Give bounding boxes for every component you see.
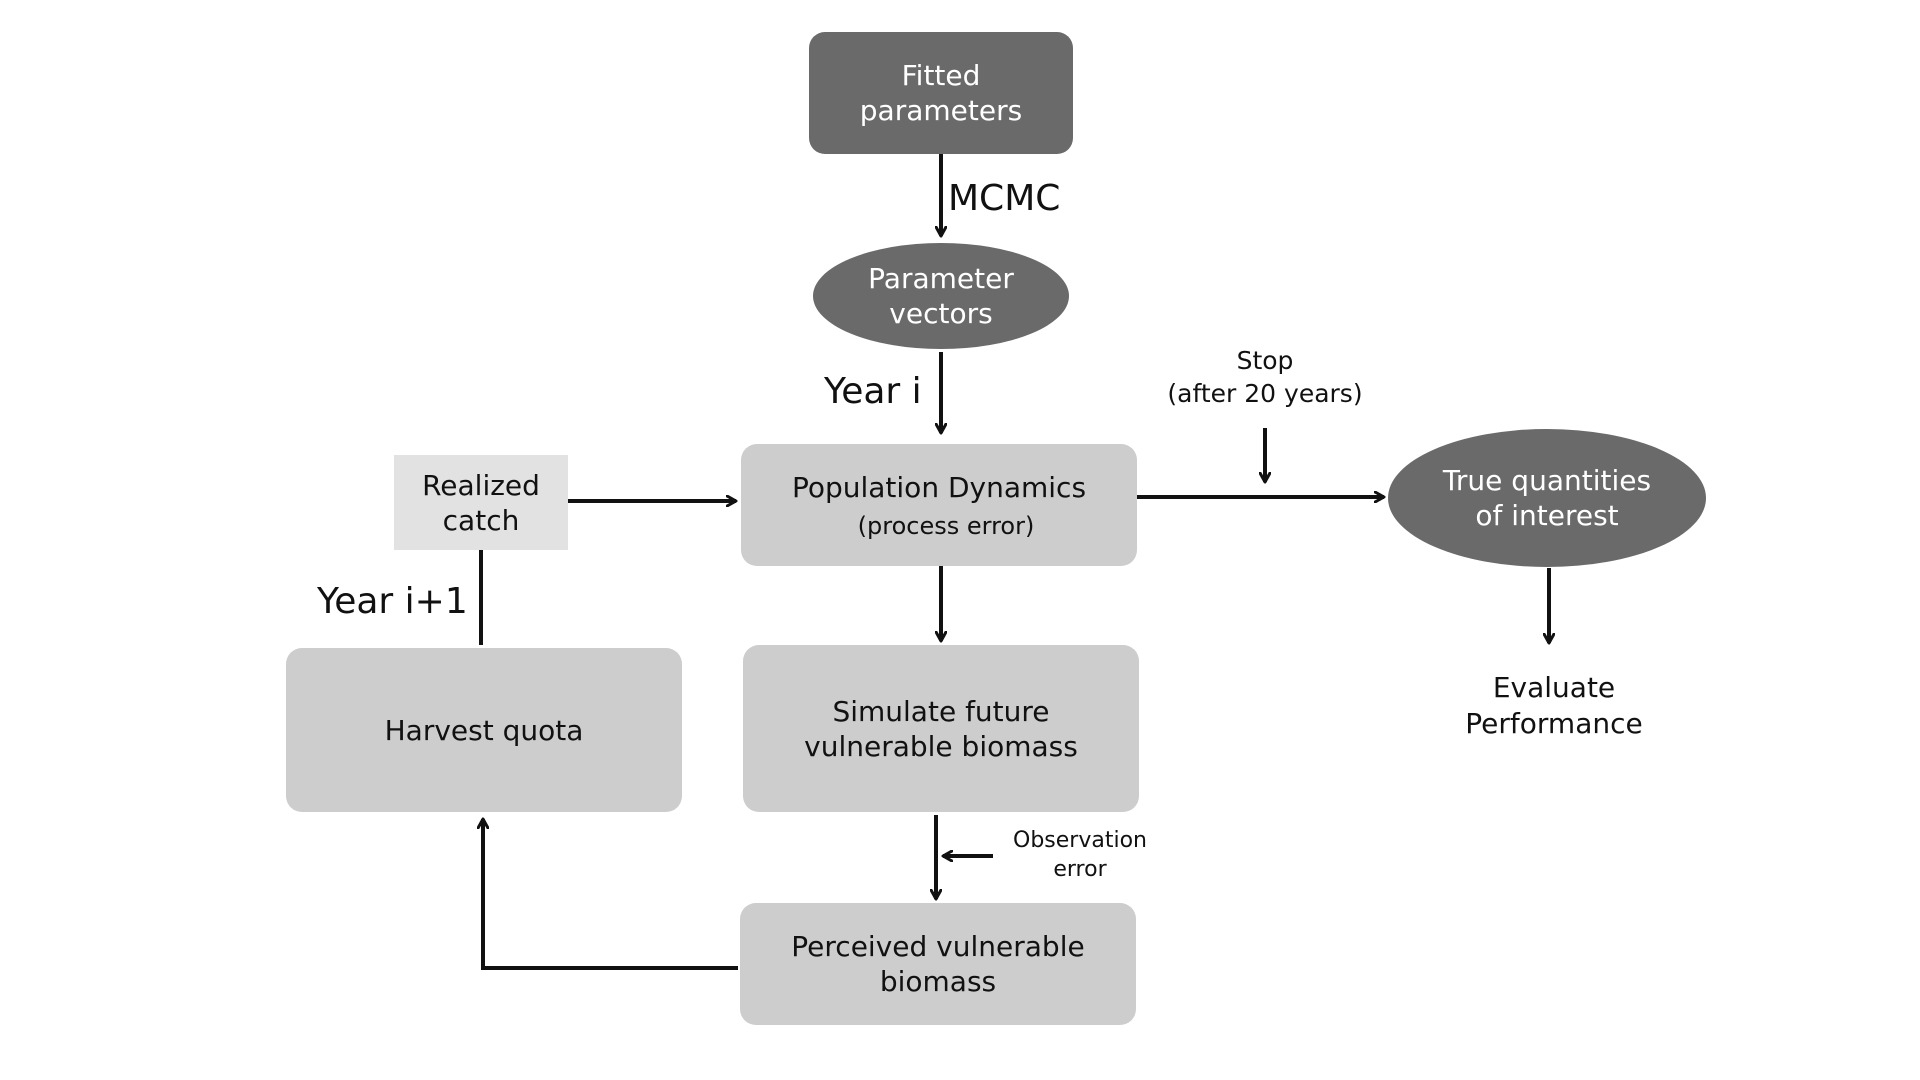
perceived-biomass-line2: biomass [879, 965, 997, 998]
population-dynamics-box: Population Dynamics (process error) [741, 444, 1137, 566]
fitted-parameters-line1: Fitted [901, 59, 981, 92]
perceived-biomass-line1: Perceived vulnerable [791, 930, 1085, 963]
mcmc-label: MCMC [948, 178, 1061, 219]
true-quantities-line2: of interest [1475, 499, 1619, 532]
stop-label: Stop (after 20 years) [1160, 345, 1370, 410]
simulate-biomass-line1: Simulate future [832, 694, 1050, 728]
simulate-biomass-box: Simulate future vulnerable biomass [743, 645, 1139, 812]
evaluate-performance-label: Evaluate Performance [1449, 670, 1659, 743]
fitted-parameters-line2: parameters [859, 94, 1023, 127]
population-dynamics-line2: (process error) [857, 511, 1035, 540]
harvest-quota-box: Harvest quota [286, 648, 682, 812]
realized-catch-box: Realized catch [394, 455, 568, 550]
evaluate-label-line2: Performance [1465, 707, 1643, 741]
year-i-plus-1-label: Year i+1 [317, 581, 468, 622]
fitted-parameters-box: Fitted parameters [809, 32, 1073, 154]
perceived-biomass-box: Perceived vulnerable biomass [740, 903, 1136, 1025]
observation-error-label: Observation error [1000, 827, 1160, 884]
observation-label-line2: error [1053, 856, 1107, 882]
population-dynamics-line1: Population Dynamics [791, 470, 1087, 504]
observation-label-line1: Observation [1013, 828, 1147, 853]
realized-catch-line1: Realized [422, 468, 540, 502]
arrow-perceived-to-harvest [483, 819, 738, 970]
parameter-vectors-ellipse: Parameter vectors [813, 243, 1069, 349]
harvest-quota-label: Harvest quota [384, 713, 584, 747]
true-quantities-ellipse: True quantities of interest [1388, 429, 1706, 567]
realized-catch-line2: catch [442, 503, 520, 537]
stop-label-line2: (after 20 years) [1167, 378, 1363, 408]
true-quantities-line1: True quantities [1442, 464, 1652, 497]
parameter-vectors-line2: vectors [889, 297, 993, 330]
stop-label-line1: Stop [1236, 346, 1294, 375]
evaluate-label-line1: Evaluate [1492, 671, 1616, 704]
parameter-vectors-line1: Parameter [868, 262, 1014, 295]
simulate-biomass-line2: vulnerable biomass [804, 729, 1078, 763]
year-i-label: Year i [824, 371, 922, 412]
